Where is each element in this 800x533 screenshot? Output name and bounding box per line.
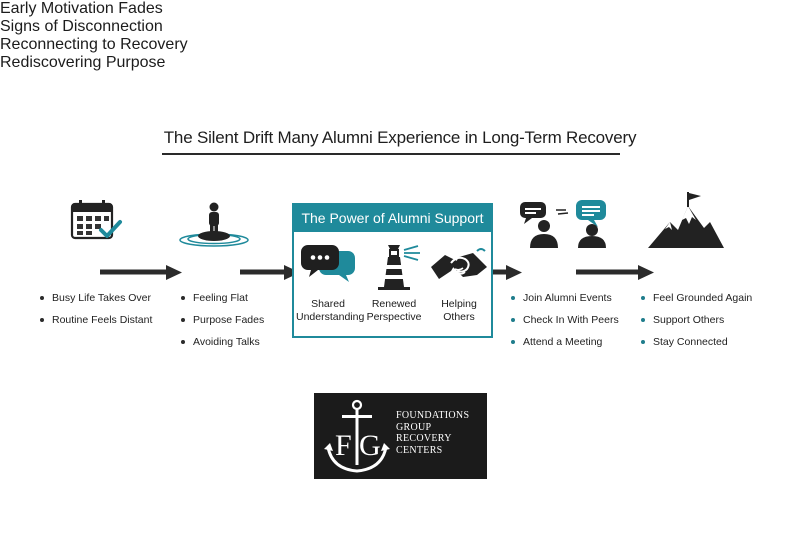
bullet-item: Check In With Peers (511, 309, 619, 331)
foundations-group-logo: F G FOUNDATIONS GROUP RECOVERY CENTERS (314, 393, 487, 479)
calendar-check-icon (70, 200, 122, 240)
bullet-item: Avoiding Talks (181, 331, 264, 353)
handshake-icon (431, 248, 487, 279)
support-item-line: Perspective (366, 311, 422, 323)
support-item-renewed-perspective: Renewed Perspective (362, 241, 426, 324)
stage-bullets: Busy Life Takes Over Routine Feels Dista… (40, 287, 152, 331)
logo-line: FOUNDATIONS (396, 410, 470, 421)
bullet-item: Support Others (641, 309, 752, 331)
support-item-line: Renewed (371, 298, 417, 310)
support-panel-title: The Power of Alumni Support (294, 205, 491, 232)
support-item-line: Understanding (296, 311, 365, 323)
flow-arrow (576, 265, 654, 280)
support-item-line: Others (443, 311, 475, 323)
logo-line: RECOVERY (396, 433, 452, 444)
stage-bullets: Feel Grounded Again Support Others Stay … (641, 287, 752, 353)
bullet-item: Join Alumni Events (511, 287, 619, 309)
isolated-person-icon (179, 202, 249, 247)
title-underline (162, 153, 620, 155)
bullet-item: Feel Grounded Again (641, 287, 752, 309)
bullet-item: Attend a Meeting (511, 331, 619, 353)
bullet-item: Routine Feels Distant (40, 309, 152, 331)
stage-rediscovering-purpose: Rediscovering Purpose Feel Grounded Agai… (0, 54, 800, 348)
lighthouse-icon (378, 245, 420, 290)
alumni-support-panel: The Power of Alumni Support Shared Under… (292, 203, 493, 338)
stage-bullets: Feeling Flat Purpose Fades Avoiding Talk… (181, 287, 264, 353)
support-item-line: Helping (441, 298, 477, 310)
mountain-flag-icon (648, 192, 724, 248)
bullet-item: Purpose Fades (181, 309, 264, 331)
bullet-item: Feeling Flat (181, 287, 264, 309)
stage-bullets: Join Alumni Events Check In With Peers A… (511, 287, 619, 353)
stage-label: Signs of Disconnection (0, 18, 163, 35)
two-people-talking-icon (520, 200, 606, 248)
diagram-title: The Silent Drift Many Alumni Experience … (163, 128, 637, 147)
logo-line: GROUP (396, 421, 432, 433)
stage-early-motivation: Early Motivation Fades Busy Life Takes O… (0, 0, 800, 326)
support-item-shared-understanding: Shared Understanding (296, 241, 365, 324)
flow-arrow (100, 265, 182, 280)
stage-label: Rediscovering Purpose (0, 54, 166, 71)
support-item-helping-others: Helping Others (427, 241, 491, 324)
stage-reconnecting: Reconnecting to Recovery Join Alumni Eve… (0, 36, 800, 348)
bullet-item: Busy Life Takes Over (40, 287, 152, 309)
logo-line: CENTERS (396, 444, 443, 456)
anchor-monogram-icon: F G (324, 399, 390, 473)
svg-text:F: F (335, 429, 352, 462)
stage-label: Reconnecting to Recovery (0, 36, 188, 53)
svg-text:G: G (359, 429, 381, 462)
support-item-line: Shared (311, 298, 345, 310)
chat-bubbles-icon (301, 245, 355, 282)
stage-label: Early Motivation Fades (0, 0, 163, 17)
bullet-item: Stay Connected (641, 331, 752, 353)
stage-signs-of-disconnection: Signs of Disconnection Feeling Flat Purp… (0, 18, 800, 348)
logo-wordmark: FOUNDATIONS GROUP RECOVERY CENTERS (396, 410, 469, 456)
